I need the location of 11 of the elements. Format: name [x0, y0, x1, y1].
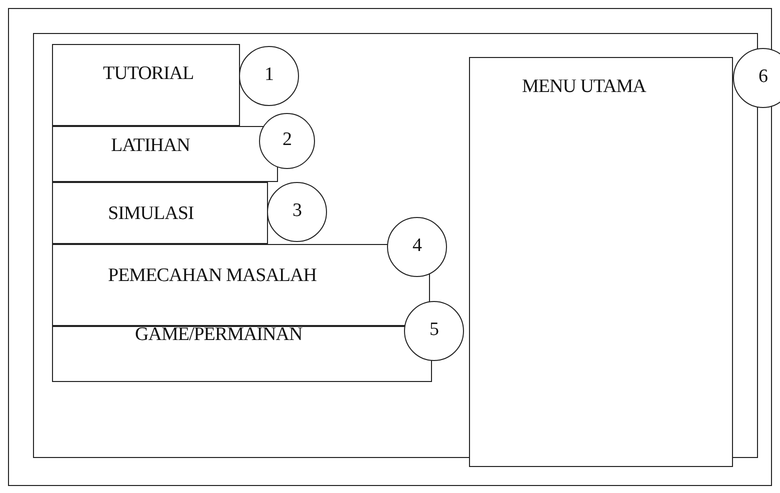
- number-badge: 4: [387, 217, 447, 277]
- menu-button: GAME/PERMAINAN: [52, 326, 432, 382]
- main-menu-panel: MENU UTAMA: [469, 57, 733, 467]
- number-badge: 2: [259, 113, 315, 169]
- menu-button: SIMULASI: [52, 182, 268, 244]
- menu-button: LATIHAN: [52, 126, 278, 182]
- frame-border: [8, 8, 772, 486]
- number-badge: 5: [404, 301, 464, 361]
- number-badge: 3: [267, 182, 327, 242]
- menu-button: TUTORIAL: [52, 44, 240, 126]
- number-badge: 1: [239, 46, 299, 106]
